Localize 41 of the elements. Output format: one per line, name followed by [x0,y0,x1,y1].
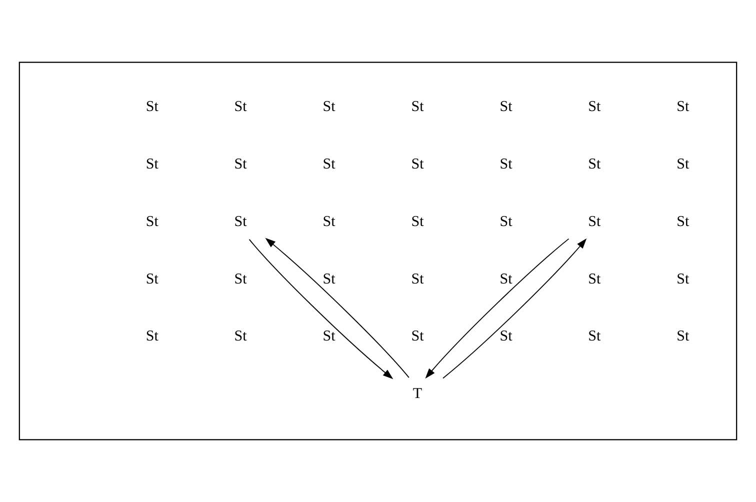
node-text: St [146,214,158,230]
node-text: St [146,328,158,345]
node-text: St [146,271,158,288]
node-text: St [676,271,690,288]
node-text: St [146,99,158,116]
node-text: St [676,156,690,172]
node-text: St [676,214,690,230]
node-text: St [676,99,690,116]
node-text: St [146,156,158,172]
node-text: St [411,99,424,116]
arrow [442,238,587,379]
node-text: St [322,214,336,230]
node-text: St [234,156,247,172]
node-text: T [412,386,422,402]
node-text: St [500,271,512,288]
node-text: St [588,214,601,230]
node-text: St [411,271,424,288]
node-text: St [234,99,247,116]
node-text: St [500,214,512,230]
node-text: St [322,271,336,288]
node-text: St [676,328,690,345]
node-text: St [234,328,247,345]
node-text: St [411,156,424,172]
node-text: St [234,214,247,230]
node-text: St [588,99,601,116]
node-text: St [322,328,336,345]
node-text: St [234,271,247,288]
node-text: St [322,156,336,172]
node-text: St [588,271,601,288]
node-text: St [500,156,512,172]
node-text: St [500,328,512,345]
node-text: St [411,214,424,230]
node-text: St [588,328,601,345]
arrow [425,238,570,379]
arrow [265,238,410,378]
arrow [248,238,394,380]
node-text: St [411,328,424,345]
node-text: St [500,99,512,116]
node-text: St [588,156,601,172]
cluster [18,62,738,440]
node-text: St [322,99,336,116]
